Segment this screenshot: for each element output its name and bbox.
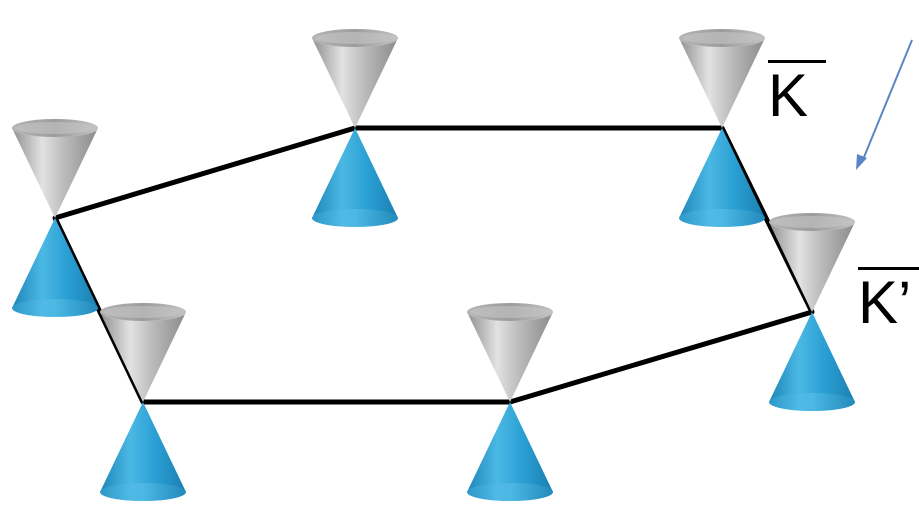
lower-cone xyxy=(679,128,765,227)
pointer-arrow-line xyxy=(861,39,913,163)
upper-cone xyxy=(679,29,765,128)
dirac-cone-icon xyxy=(100,303,186,501)
dirac-cone-icon xyxy=(312,29,398,227)
pointer-arrow-head xyxy=(856,154,867,170)
dirac-cone-icon xyxy=(769,213,855,411)
k-point-label: K xyxy=(768,60,826,126)
dirac-cone-icon xyxy=(12,119,98,317)
upper-cone xyxy=(312,29,398,128)
dirac-cone-icon xyxy=(467,303,553,501)
lower-cone xyxy=(100,402,186,501)
lower-cone xyxy=(312,128,398,227)
lower-cone xyxy=(12,218,98,317)
lower-cone xyxy=(467,402,553,501)
k-prime-point-text: K’ xyxy=(858,269,912,336)
upper-cone xyxy=(100,303,186,402)
lower-cone xyxy=(769,312,855,411)
upper-cone xyxy=(12,119,98,218)
brillouin-zone-hexagon xyxy=(52,125,815,405)
k-overbar xyxy=(768,60,826,63)
upper-cone xyxy=(769,213,855,312)
dirac-cones xyxy=(12,29,855,501)
dirac-cone-icon xyxy=(679,29,765,227)
upper-cone xyxy=(467,303,553,402)
k-point-text: K xyxy=(768,62,809,129)
k-prime-overbar xyxy=(858,267,919,270)
k-prime-point-label: K’ xyxy=(858,267,919,333)
